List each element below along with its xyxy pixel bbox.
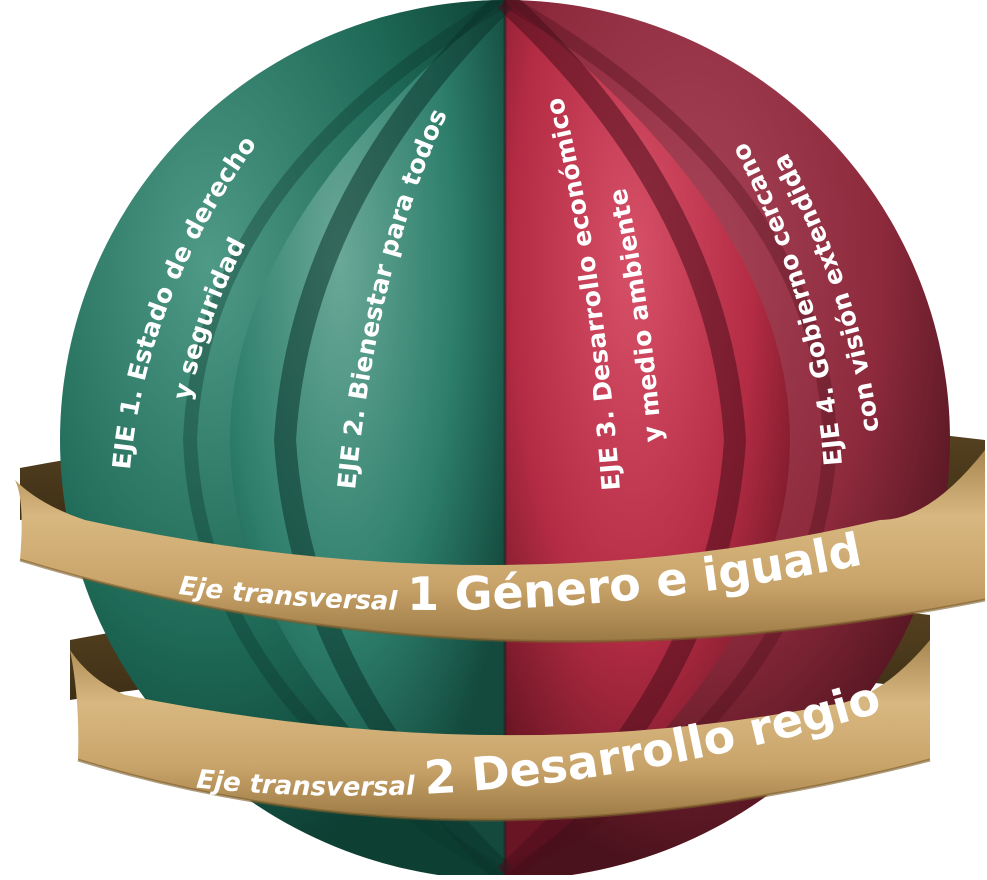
segment-eje3	[505, 0, 790, 875]
band-2-front	[70, 640, 930, 820]
band-1-front	[15, 450, 985, 642]
segment-eje2	[230, 0, 505, 875]
